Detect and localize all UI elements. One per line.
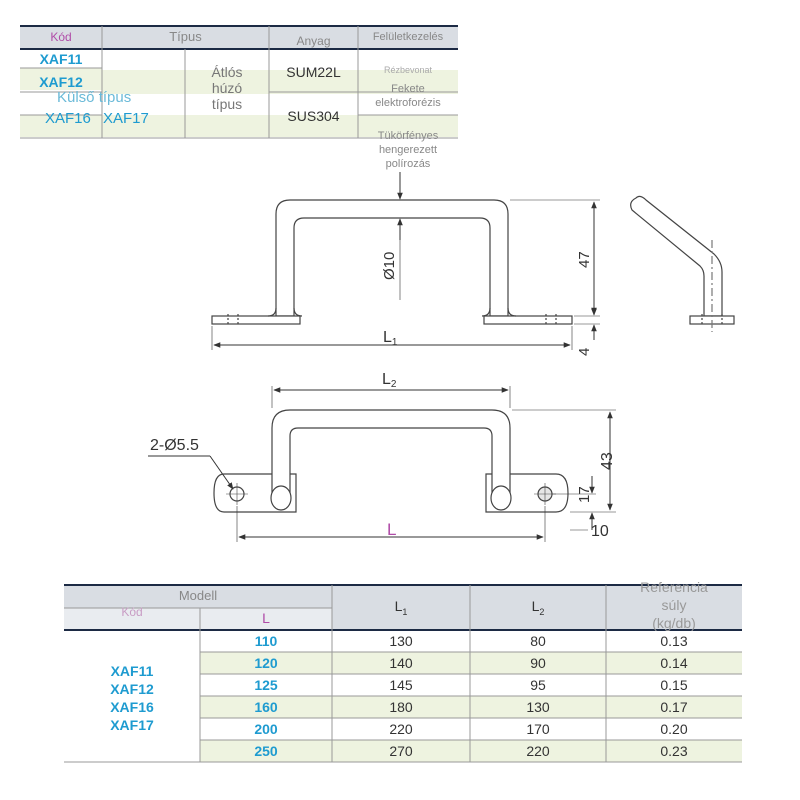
dim-10: 10 <box>591 523 609 540</box>
cell-l1-4: 180 <box>389 699 413 715</box>
cell-l1-2: 140 <box>389 655 413 671</box>
dim-codes: XAF11 XAF12 XAF16 XAF17 <box>64 662 200 734</box>
spec-atlos-tipus: Átlós húzó típus <box>185 64 269 112</box>
dim-diameter: Ø10 <box>381 252 398 280</box>
spec-finish-5: hengerezett <box>378 144 438 156</box>
cell-l-4: 160 <box>254 699 278 715</box>
cell-l2-6: 220 <box>526 743 550 759</box>
spec-finish-6: polírozás <box>385 158 431 170</box>
dim-height-43: 43 <box>599 452 616 470</box>
dim-code-2: XAF12 <box>110 681 154 697</box>
cell-w-4: 0.17 <box>660 699 688 715</box>
cell-l2-1: 80 <box>530 633 546 649</box>
spec-code-3: XAF16 <box>45 110 91 127</box>
spec-shade-1 <box>20 68 102 90</box>
dim-header-weight: Referencia súly (kg/db) <box>606 578 742 632</box>
spec-kulso-tipus: Külső típus <box>57 89 132 106</box>
dim-code-3: XAF16 <box>110 699 154 715</box>
top-left-knuckle <box>270 485 292 511</box>
spec-header-anyag: Anyag <box>296 34 331 48</box>
dim-height-47: 47 <box>576 251 593 268</box>
front-view <box>211 199 573 326</box>
cell-l-6: 250 <box>254 743 278 759</box>
cell-l1-5: 220 <box>389 721 413 737</box>
spec-header-feluletkezeles: Felületkezelés <box>372 31 444 43</box>
side-view <box>630 195 735 332</box>
spec-atlos-2: húzó <box>211 80 243 96</box>
dim-header-L1: L1 <box>394 598 408 617</box>
cell-w-3: 0.15 <box>660 677 688 693</box>
spec-finish-1: Rézbevonat <box>383 65 433 75</box>
dim-holes: 2-Ø5.5 <box>150 437 199 454</box>
cell-l1-1: 130 <box>389 633 413 649</box>
cell-l2-2: 90 <box>530 655 546 671</box>
cell-w-5: 0.20 <box>660 721 688 737</box>
spec-header-tipus: Típus <box>169 29 202 44</box>
front-right-fillet <box>481 307 517 317</box>
front-left-fillet <box>267 307 303 317</box>
cell-w-2: 0.14 <box>660 655 688 671</box>
spec-material-1: SUM22L <box>286 64 341 80</box>
weight-line-2: súly <box>661 597 687 613</box>
dim-header-modell: Modell <box>178 588 218 603</box>
cell-l2-3: 95 <box>530 677 546 693</box>
spec-atlos-1: Átlós <box>211 64 243 80</box>
cell-l-3: 125 <box>254 677 278 693</box>
dim-17: 17 <box>576 486 593 503</box>
front-dims <box>211 172 600 350</box>
cell-l-5: 200 <box>254 721 278 737</box>
spec-header-kod: Kód <box>50 30 72 44</box>
spec-material-2: SUS304 <box>287 108 340 124</box>
spec-finish-4: Tükörfényes <box>377 130 439 142</box>
dim-code-4: XAF17 <box>110 717 154 733</box>
dim-L2: L2 <box>382 371 397 390</box>
spec-finish-2: Fekete <box>391 83 425 95</box>
spec-header-bg <box>20 26 458 49</box>
dim-header-L: L <box>262 610 270 626</box>
cell-w-6: 0.23 <box>660 743 688 759</box>
dim-L1: L1 <box>383 329 398 348</box>
spec-code-4: XAF17 <box>103 110 149 127</box>
dim-header-sub-bg <box>64 608 332 630</box>
spec-shade-3 <box>20 115 458 137</box>
cell-w-1: 0.13 <box>660 633 688 649</box>
cell-l1-3: 145 <box>389 677 413 693</box>
front-left-foot <box>211 315 301 325</box>
dim-header-kod: Kód <box>121 605 143 619</box>
front-right-foot <box>483 315 573 325</box>
dim-code-1: XAF11 <box>110 663 154 679</box>
weight-line-1: Referencia <box>640 579 708 595</box>
cell-l-1: 110 <box>254 633 278 649</box>
spec-finish-3: elektroforézis <box>375 97 441 109</box>
cell-l2-4: 130 <box>526 699 550 715</box>
cell-l-2: 120 <box>254 655 278 671</box>
top-view <box>213 409 569 513</box>
cell-l1-6: 270 <box>389 743 413 759</box>
top-dims <box>148 386 616 542</box>
spec-code-1: XAF11 <box>39 51 83 67</box>
weight-line-3: (kg/db) <box>652 615 696 631</box>
cell-l2-5: 170 <box>526 721 550 737</box>
spec-atlos-3: típus <box>211 96 243 112</box>
spec-code-2: XAF12 <box>39 74 83 90</box>
dim-thickness-4: 4 <box>576 348 593 356</box>
top-right-knuckle <box>490 485 512 511</box>
dim-header-L2: L2 <box>531 598 545 617</box>
spec-shade-2 <box>102 70 458 94</box>
dim-L: L <box>387 520 396 539</box>
